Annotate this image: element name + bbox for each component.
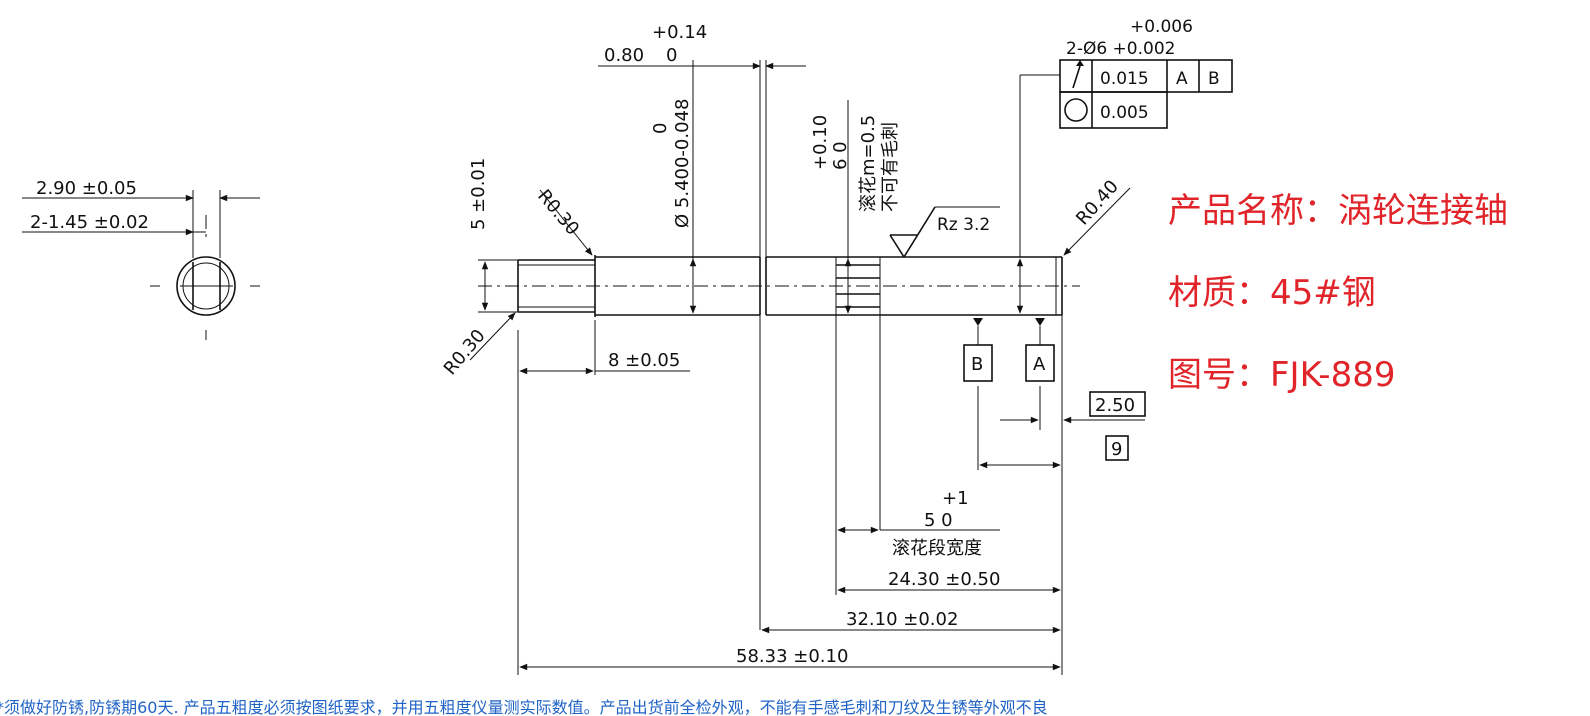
knurl-spec: 滚花m=0.5 (858, 115, 879, 212)
shaft-body (478, 60, 1080, 630)
runout-value: 0.015 (1100, 69, 1149, 89)
datum-markers (963, 318, 1146, 461)
knurl-len-upper: +1 (942, 488, 969, 509)
drawing-number: 图号：FJK-889 (1168, 355, 1395, 395)
hole-spec: 2-Ø6 +0.002 (1066, 39, 1175, 59)
radius-left-bottom: R0.30 (440, 325, 490, 379)
datum-a-offset: 2.50 (1095, 395, 1135, 416)
datum-b: B (971, 354, 983, 375)
roughness-value: Rz 3.2 (937, 215, 990, 235)
runout-datum-b: B (1208, 69, 1220, 89)
thread-dia-dim: 5 ±0.01 (468, 158, 489, 230)
groove-upper-tol: +0.14 (652, 22, 707, 43)
dimension-lines (469, 60, 1145, 671)
end-view (22, 190, 260, 340)
end-width-dim: 2.90 ±0.05 (36, 178, 137, 199)
tolerance-frame (1019, 59, 1233, 257)
knurl-len-label: 滚花段宽度 (892, 538, 982, 559)
product-name: 产品名称：涡轮连接轴 (1168, 191, 1508, 231)
knurl-burr-note: 不可有毛刺 (880, 122, 901, 212)
runout-datum-a: A (1176, 69, 1188, 89)
bottom-note: *须做好防锈,防锈期60天. 产品五粗度必须按图纸要求，并用五粗度仪量测实际数值… (0, 698, 1048, 716)
thread-length-dim: 8 ±0.05 (608, 350, 680, 371)
length-24: 24.30 ±0.50 (888, 569, 1000, 590)
groove-lower-tol: 0 (666, 45, 677, 66)
datum-a: A (1033, 354, 1046, 375)
length-total: 58.33 ±0.10 (736, 646, 848, 667)
knurl-len-base: 5 0 (924, 510, 953, 531)
datum-b-offset: 9 (1111, 439, 1122, 460)
product-material: 材质：45#钢 (1168, 273, 1376, 313)
end-flat-dim: 2-1.45 ±0.02 (30, 212, 149, 233)
radius-left-top: R0.30 (533, 186, 583, 240)
extension-lines (478, 259, 1063, 675)
groove-width-base: 0.80 (604, 45, 644, 66)
hole-upper-tol: +0.006 (1130, 17, 1193, 37)
knurl-dia-upper: +0.10 (810, 115, 831, 170)
length-32: 32.10 ±0.02 (846, 609, 958, 630)
roughness-symbol (889, 206, 1000, 258)
main-dia-dim: Ø 5.400-0.048 (672, 99, 693, 228)
main-dia-upper: 0 (650, 123, 671, 134)
knurl-dia-lower: 6 0 (830, 141, 851, 170)
roundness-value: 0.005 (1100, 103, 1149, 123)
